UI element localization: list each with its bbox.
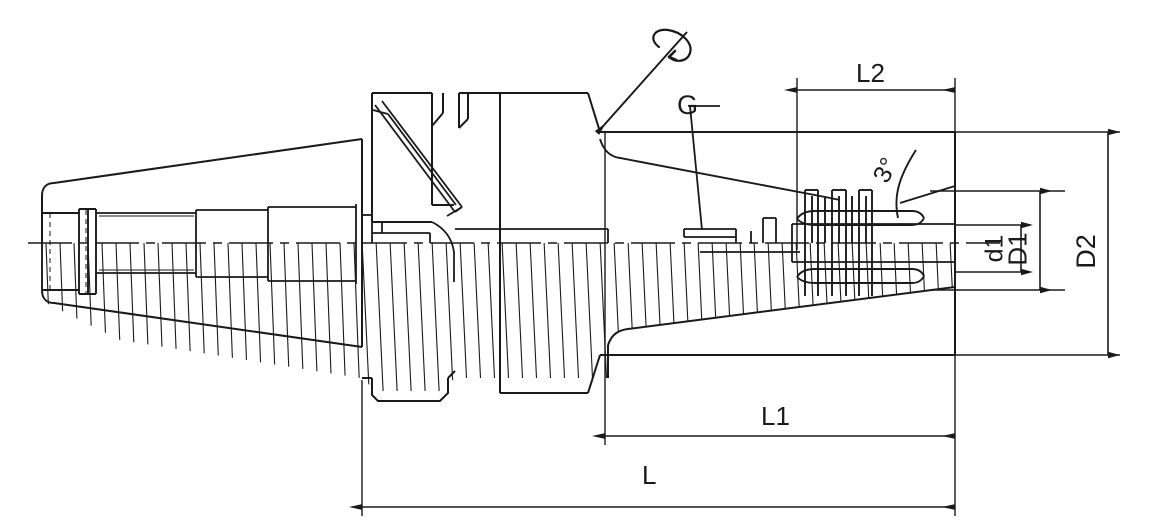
dim-D2	[955, 128, 1120, 359]
dim-L2	[784, 78, 956, 250]
nose-taper-profile-lower	[607, 286, 956, 378]
dim-L1	[592, 132, 956, 445]
shank-bore-secondary	[99, 215, 194, 271]
dim-label-L1: L1	[761, 401, 790, 431]
collet-seat-line-upper	[796, 210, 925, 226]
retention-knob-hidden-lines	[49, 210, 87, 293]
g-callout-leader	[689, 105, 720, 231]
dim-label-D2: D2	[1070, 234, 1101, 269]
dim-D1	[930, 187, 1065, 294]
dim-L	[349, 380, 956, 516]
dim-label-L2: L2	[856, 58, 885, 88]
collet-seat-line-lower	[796, 268, 925, 284]
drive-key-slot	[372, 100, 463, 217]
flange-body-transition	[362, 214, 455, 282]
dim-label-D1: D1	[1002, 232, 1033, 266]
nose-taper-profile-upper	[599, 138, 956, 204]
shank-bore-lines	[96, 204, 357, 284]
collet-thread-upper	[804, 189, 873, 243]
dim-d1	[955, 221, 1033, 276]
dim-label-L: L	[642, 460, 657, 490]
upper-internal-bore	[455, 217, 955, 243]
lower-internal-bore	[700, 243, 955, 263]
angle-callout-leader	[895, 149, 917, 219]
shank-section-hatching-upper	[45, 243, 360, 378]
rotation-runout-symbol	[594, 28, 692, 135]
annotation-label-G: G	[677, 90, 699, 120]
